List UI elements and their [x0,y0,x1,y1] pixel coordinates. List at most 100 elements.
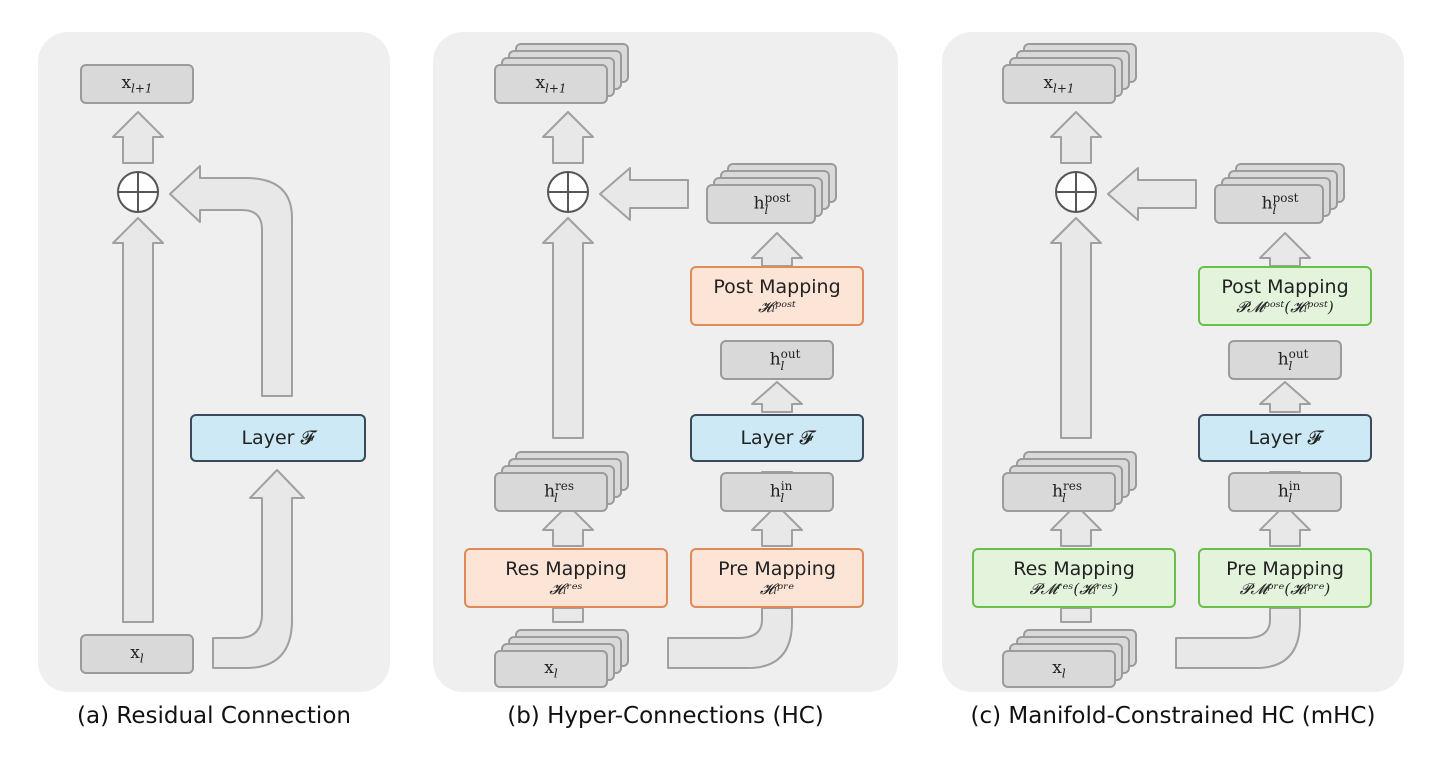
panel-b-h-res-superscript: res [555,479,575,494]
panel-b-post-mapping-node: Post Mapping 𝓗ₗᵖᵒˢᵗ [690,266,864,326]
arrow-a-layer-to-sum [169,165,293,397]
panel-b-pre-mapping-label: Pre Mapping [718,558,836,580]
panel-c-h-out-symbol: h [1277,350,1289,371]
panel-b-h-in-node: hinl [720,472,834,512]
panel-c-h-post-node: hpostl [1214,184,1324,224]
panel-b-res-mapping-formula: 𝓗ₗʳᵉˢ [549,580,583,598]
arrow-c-to-output [1050,111,1102,164]
panel-c-res-mapping-label: Res Mapping [1013,558,1135,580]
panel-c-input-symbol: x [1052,657,1062,678]
arrow-c-layer-to-hout [1259,381,1311,413]
panel-c-output-node: xl+1 [1002,64,1116,104]
arrow-b-xl-to-premap [667,607,793,669]
panel-b-h-post-superscript: post [764,191,791,206]
panel-b-h-out-subscript: l [780,358,785,373]
panel-a-input-subscript: l [139,651,144,666]
panel-b-h-out-superscript: out [780,347,801,362]
panel-b-res-mapping-node: Res Mapping 𝓗ₗʳᵉˢ [464,548,668,608]
arrow-b-post-to-sum [599,167,689,221]
panel-c-h-in-node: hinl [1228,472,1342,512]
panel-c-layer-node: Layer 𝓕 [1198,414,1372,462]
panel-c-h-in-subscript: l [1288,490,1293,505]
panel-b-output-node: xl+1 [494,64,608,104]
sum-symbol-c [1055,171,1097,213]
panel-b-h-in-symbol: h [769,482,781,503]
panel-b-layer-node: Layer 𝓕 [690,414,864,462]
panel-a-output-subscript: l+1 [131,81,153,96]
panel-b-pre-mapping-node: Pre Mapping 𝓗ₗᵖʳᵉ [690,548,864,608]
panel-c-post-mapping-formula: 𝓟𝓜ᵖᵒˢᵗ(𝓗ₗᵖᵒˢᵗ) [1236,298,1334,316]
panel-c-h-in-symbol: h [1277,482,1289,503]
panel-c-post-mapping-label: Post Mapping [1221,276,1349,298]
sum-symbol-b [547,171,589,213]
panel-b-h-out-symbol: h [769,350,781,371]
sum-symbol-a [117,171,159,213]
arrow-b-xl-to-resmap [552,607,584,623]
panel-c-h-out-subscript: l [1288,358,1293,373]
panel-c-h-res-subscript: l [1062,490,1066,505]
arrow-a-residual-up [112,217,164,623]
panel-a-input-symbol: x [130,642,140,663]
panel-b-pre-mapping-formula: 𝓗ₗᵖʳᵉ [759,580,795,598]
panel-c-output-subscript: l+1 [1053,81,1075,96]
panel-b-h-in-superscript: in [780,479,793,494]
arrow-a-input-to-layer [212,469,305,669]
arrow-c-residual-up [1050,217,1102,439]
arrow-c-premap-to-hin [1259,504,1311,547]
panel-c-h-out-superscript: out [1288,347,1309,362]
arrow-a-to-output [112,111,164,164]
panel-a-layer-node: Layer 𝓕 [190,414,366,462]
panel-a-input-node: xl [80,634,194,674]
panel-b-h-post-node: hpostl [706,184,816,224]
panel-b-h-post-symbol: h [753,194,765,215]
panel-b-input-node: xl [494,650,608,688]
panel-b-h-in-subscript: l [780,490,785,505]
panel-b-h-res-symbol: h [544,482,556,503]
caption-c: (c) Manifold-Constrained HC (mHC) [970,703,1376,729]
panel-a-background [38,32,390,692]
arrow-c-resmap-to-hres [1050,504,1102,547]
panel-c-layer-label: Layer 𝓕 [1248,427,1322,449]
panel-b-post-mapping-formula: 𝓗ₗᵖᵒˢᵗ [758,298,796,316]
panel-b-res-mapping-label: Res Mapping [505,558,627,580]
panel-c-h-post-symbol: h [1261,194,1273,215]
caption-b: (b) Hyper-Connections (HC) [507,703,824,729]
panel-c-h-res-node: hresl [1002,472,1116,512]
arrow-b-postmap-to-hpost [751,232,803,267]
panel-a-layer-label: Layer 𝓕 [241,427,315,449]
panel-c-res-mapping-formula: 𝓟𝓜ʳᵉˢ(𝓗ₗʳᵉˢ) [1029,580,1119,598]
panel-a-output-node: xl+1 [80,64,194,104]
arrow-c-xl-to-premap [1175,607,1301,669]
panel-c-pre-mapping-label: Pre Mapping [1226,558,1344,580]
caption-a: (a) Residual Connection [77,703,351,729]
panel-b-input-subscript: l [553,666,558,681]
panel-c-h-out-node: houtl [1228,340,1342,380]
panel-c-res-mapping-node: Res Mapping 𝓟𝓜ʳᵉˢ(𝓗ₗʳᵉˢ) [972,548,1176,608]
panel-b-layer-label: Layer 𝓕 [740,427,814,449]
panel-c-output-symbol: x [1043,72,1054,93]
arrow-b-to-output [542,111,594,164]
panel-c-input-node: xl [1002,650,1116,688]
panel-c-h-res-superscript: res [1063,479,1083,494]
panel-b-post-mapping-label: Post Mapping [713,276,841,298]
arrow-b-resmap-to-hres [542,504,594,547]
panel-c-h-res-symbol: h [1052,482,1064,503]
arrow-b-premap-to-hin [751,504,803,547]
arrow-b-residual-up [542,217,594,439]
panel-b-h-res-subscript: l [554,490,558,505]
arrow-c-postmap-to-hpost [1259,232,1311,267]
panel-a-output-symbol: x [121,72,132,93]
panel-c-pre-mapping-node: Pre Mapping 𝓟𝓜ᵖʳᵉ(𝓗ₗᵖʳᵉ) [1198,548,1372,608]
arrow-c-post-to-sum [1107,167,1197,221]
arrow-c-xl-to-resmap [1060,607,1092,623]
panel-c-pre-mapping-formula: 𝓟𝓜ᵖʳᵉ(𝓗ₗᵖʳᵉ) [1239,580,1331,598]
panel-b-h-res-node: hresl [494,472,608,512]
panel-b-h-post-subscript: l [764,202,769,217]
panel-b-h-out-node: houtl [720,340,834,380]
panel-c-post-mapping-node: Post Mapping 𝓟𝓜ᵖᵒˢᵗ(𝓗ₗᵖᵒˢᵗ) [1198,266,1372,326]
panel-c-h-post-superscript: post [1272,191,1299,206]
arrow-b-layer-to-hout [751,381,803,413]
panel-c-input-subscript: l [1061,666,1066,681]
